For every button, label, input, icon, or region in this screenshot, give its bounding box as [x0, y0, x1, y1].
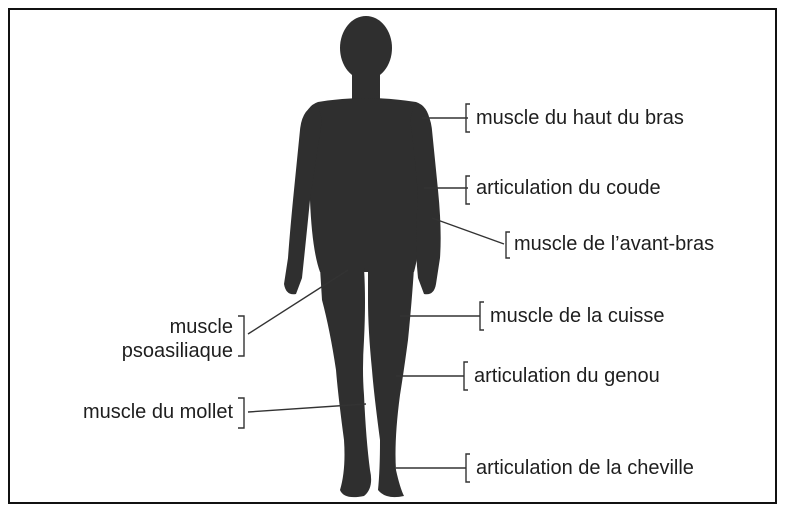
- label-psoas-line2: psoasiliaque: [122, 340, 233, 362]
- label-thigh: muscle de la cuisse: [490, 305, 665, 327]
- neck: [352, 70, 380, 100]
- label-ankle: articulation de la cheville: [476, 457, 694, 479]
- label-calf: muscle du mollet: [83, 401, 233, 423]
- label-forearm: muscle de l’avant-bras: [514, 233, 714, 255]
- bracket-knee: [464, 362, 468, 390]
- bracket-forearm: [506, 232, 510, 258]
- leader-forearm: [432, 218, 504, 244]
- label-knee: articulation du genou: [474, 365, 660, 387]
- label-psoas-line1: muscle: [170, 316, 233, 338]
- bracket-ankle: [466, 454, 470, 482]
- bracket-thigh: [480, 302, 484, 330]
- human-silhouette: [284, 16, 441, 497]
- right-leg: [368, 268, 414, 497]
- bracket-calf: [238, 398, 244, 428]
- label-elbow: articulation du coude: [476, 177, 661, 199]
- bracket-psoas: [238, 316, 244, 356]
- label-upper-arm: muscle du haut du bras: [476, 107, 684, 129]
- left-leg: [320, 268, 371, 497]
- bracket-elbow: [466, 176, 470, 204]
